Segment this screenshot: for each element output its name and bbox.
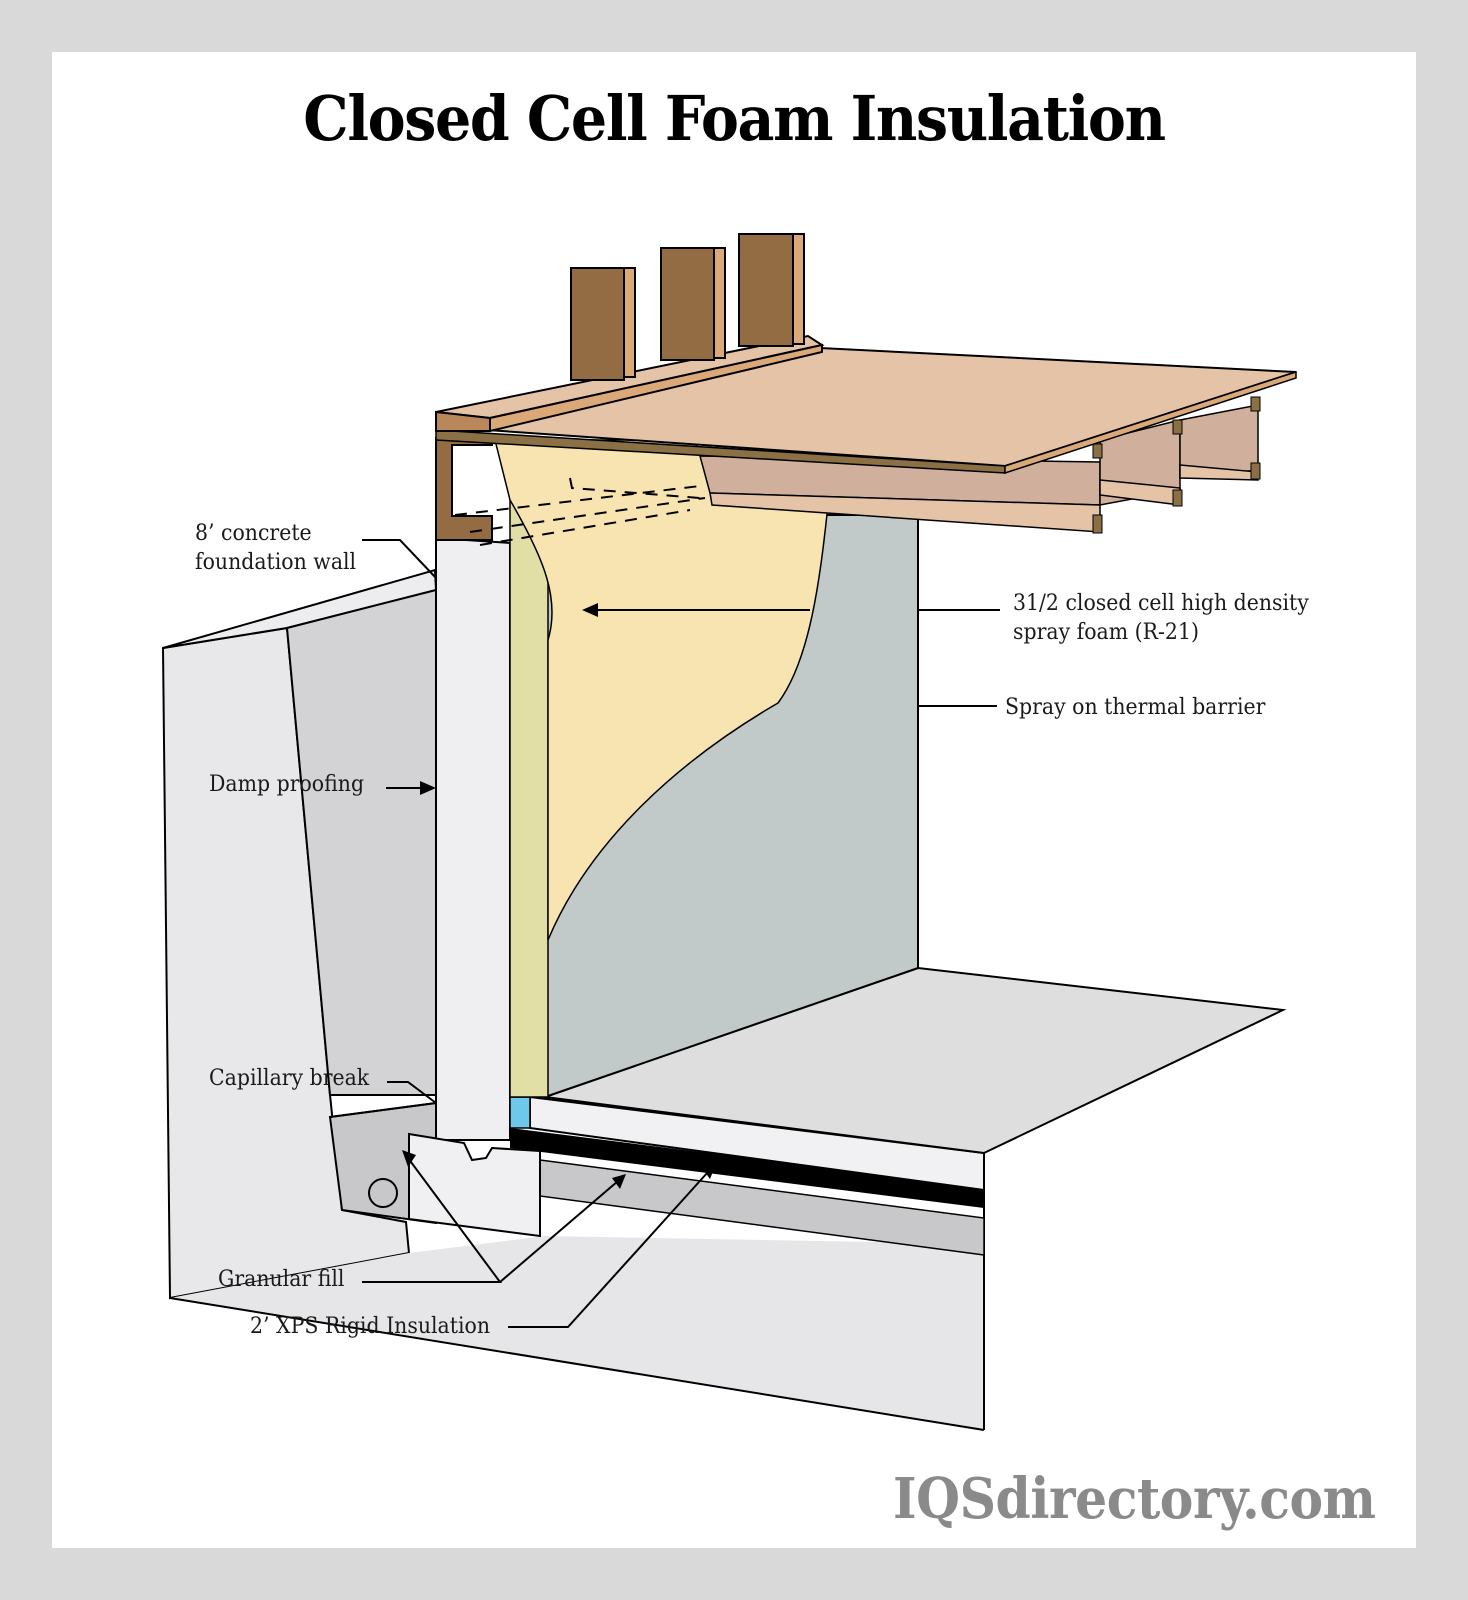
label-spray-foam-line2: spray foam (R-21) — [1013, 620, 1199, 645]
foundation-wall — [435, 536, 511, 1141]
subfloor-edge-right — [1004, 370, 1297, 475]
footing — [408, 1132, 541, 1238]
leader-capillary-break — [387, 1081, 437, 1104]
leader-foundation-wall — [362, 539, 437, 579]
leader-granular-fill-2 — [499, 1180, 619, 1283]
drain-pipe — [368, 1178, 398, 1208]
ground-base — [170, 1236, 984, 1430]
wall-studs — [570, 233, 805, 381]
label-granular-fill: Granular fill — [218, 1267, 345, 1292]
xps-rigid-insulation — [510, 1128, 984, 1208]
label-foundation-wall-line1: 8’ concrete — [195, 521, 312, 546]
label-thermal-barrier: Spray on thermal barrier — [1005, 695, 1266, 720]
capillary-break — [509, 1096, 531, 1129]
diagram-title: Closed Cell Foam Insulation — [303, 82, 1166, 155]
rim-dashes — [454, 477, 706, 546]
iqsdirectory-watermark: IQSdirectory.com — [893, 1466, 1376, 1532]
bottom-plate-side — [489, 343, 823, 433]
label-capillary-break: Capillary break — [209, 1066, 370, 1091]
label-xps-insulation: 2’ XPS Rigid Insulation — [250, 1314, 491, 1339]
label-damp-proofing: Damp proofing — [209, 772, 365, 797]
arrowheads — [402, 603, 716, 1189]
label-spray-foam-line1: 31/2 closed cell high density — [1013, 591, 1309, 616]
rim-joist — [435, 437, 493, 541]
leader-xps — [508, 1171, 709, 1328]
label-foundation-wall-line2: foundation wall — [195, 550, 357, 575]
